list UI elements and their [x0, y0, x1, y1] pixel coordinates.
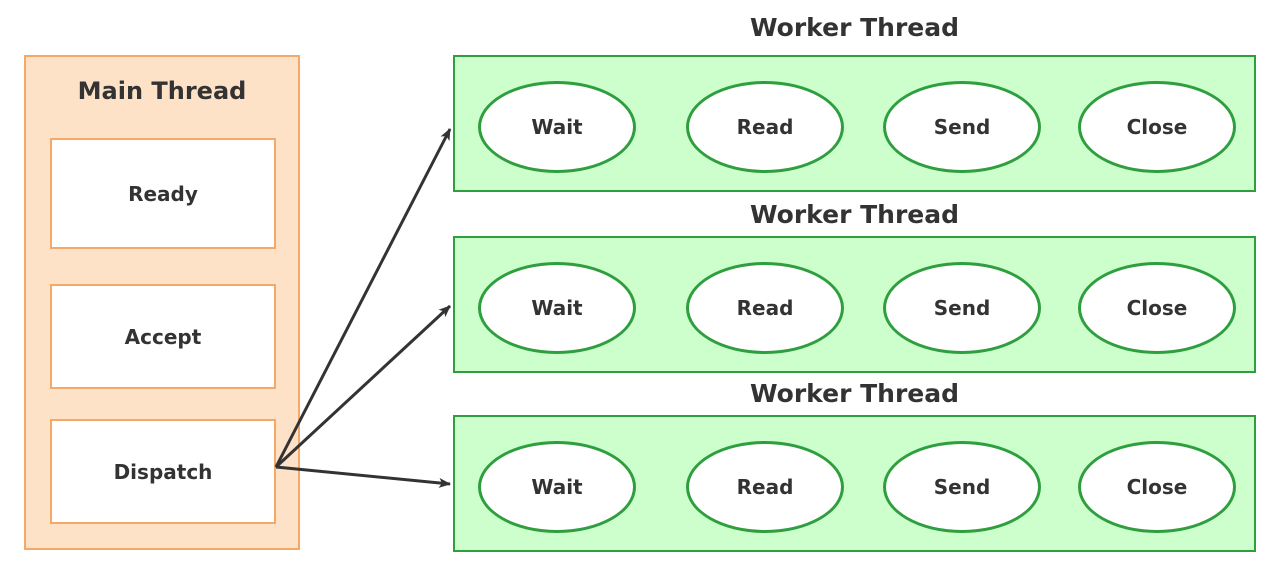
arrow-to-worker-3 — [275, 465, 451, 488]
worker-thread-3-title: Worker Thread — [749, 379, 960, 408]
worker-3-send-state: Send — [883, 441, 1041, 533]
worker-1-send-state: Send — [883, 81, 1041, 173]
main-thread-title: Main Thread — [77, 77, 247, 105]
worker-2-read-state: Read — [686, 262, 844, 354]
dispatch-state-box: Dispatch — [50, 419, 276, 524]
worker-1-wait-state: Wait — [478, 81, 636, 173]
main-thread-panel: Main Thread Ready Accept Dispatch — [24, 55, 300, 550]
arrow-to-worker-1 — [274, 128, 452, 468]
worker-2-close-state: Close — [1078, 262, 1236, 354]
worker-thread-2-title: Worker Thread — [749, 200, 960, 229]
worker-thread-2-panel: Wait Read Send Close — [453, 236, 1256, 373]
worker-thread-3-panel: Wait Read Send Close — [453, 415, 1256, 552]
worker-3-wait-state: Wait — [478, 441, 636, 533]
worker-3-close-state: Close — [1078, 441, 1236, 533]
accept-state-box: Accept — [50, 284, 276, 389]
worker-thread-1-title: Worker Thread — [749, 13, 960, 42]
arrow-to-worker-2 — [274, 304, 452, 469]
worker-thread-1-panel: Wait Read Send Close — [453, 55, 1256, 192]
worker-2-wait-state: Wait — [478, 262, 636, 354]
worker-1-close-state: Close — [1078, 81, 1236, 173]
worker-2-send-state: Send — [883, 262, 1041, 354]
ready-state-box: Ready — [50, 138, 276, 249]
worker-3-read-state: Read — [686, 441, 844, 533]
worker-1-read-state: Read — [686, 81, 844, 173]
